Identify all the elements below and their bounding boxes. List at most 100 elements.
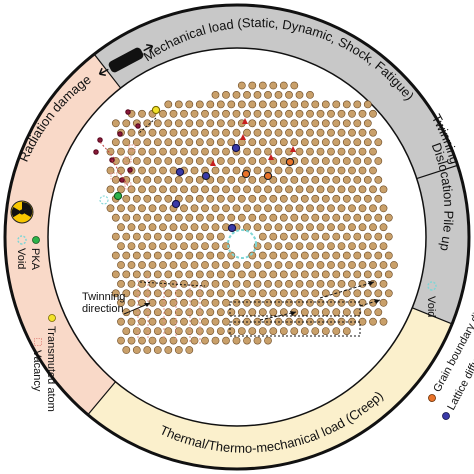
- lattice-atom: [348, 109, 356, 118]
- lattice-diffusion-atom: [227, 223, 237, 233]
- lattice-atom: [321, 138, 330, 147]
- lattice-atom: [164, 270, 173, 279]
- lattice-atom: [258, 289, 267, 298]
- lattice-atom: [369, 204, 377, 213]
- lattice-atom: [258, 138, 267, 147]
- lattice-atom: [111, 119, 120, 128]
- lattice-atom: [174, 157, 183, 165]
- lattice-atom: [279, 81, 288, 90]
- lattice-atom: [348, 128, 356, 137]
- lattice-atom: [195, 100, 204, 109]
- lattice-atom: [285, 298, 293, 307]
- lattice-atom: [258, 119, 267, 128]
- lattice-atom: [248, 270, 257, 279]
- lattice-atom: [122, 194, 131, 203]
- lattice-atom: [279, 289, 288, 298]
- lattice-atom: [232, 91, 241, 99]
- lattice-atom: [143, 270, 152, 279]
- lattice-atom: [253, 166, 262, 175]
- lattice-atom: [321, 232, 330, 241]
- twinning-direction-annotation: Twinning direction: [82, 291, 151, 315]
- lattice-atom: [300, 270, 309, 279]
- lattice-atom: [348, 242, 356, 250]
- lattice-atom: [258, 194, 267, 203]
- lattice-atom: [185, 289, 194, 298]
- lattice-atom: [311, 327, 320, 335]
- lattice-atom: [127, 128, 136, 137]
- lattice-atom: [379, 279, 388, 288]
- lattice-atom: [211, 109, 220, 118]
- lattice-atom: [132, 327, 141, 335]
- lattice-atom: [122, 157, 131, 165]
- lattice-atom: [106, 185, 115, 194]
- lattice-atom: [211, 91, 220, 99]
- lattice-atom: [174, 119, 183, 128]
- diffusion-arrow-icon: [290, 146, 296, 152]
- lattice-atom: [374, 138, 383, 147]
- lattice-atom: [384, 289, 393, 298]
- lattice-atom: [295, 109, 304, 118]
- lattice-atom: [143, 289, 152, 298]
- lattice-atom: [174, 100, 183, 109]
- lattice-atom: [316, 109, 325, 118]
- lattice-atom: [269, 213, 278, 222]
- lattice-atom: [353, 100, 362, 109]
- void-marker-icon: [17, 235, 27, 245]
- lattice-atom: [185, 157, 194, 165]
- lattice-atom: [169, 261, 178, 269]
- lattice-atom: [216, 251, 225, 260]
- lattice-atom: [122, 232, 131, 241]
- lattice-atom: [164, 213, 173, 222]
- lattice-atom: [243, 128, 251, 137]
- lattice-atom: [306, 242, 314, 250]
- radiation-legend: PKA Void Transmuted atom Vacancy: [15, 235, 57, 412]
- lattice-atom: [169, 336, 178, 345]
- lattice-atom: [253, 317, 262, 326]
- dislocation-band: [412, 165, 469, 324]
- lattice-atom: [369, 128, 377, 137]
- lattice-atom: [190, 298, 199, 307]
- lattice-atom: [237, 327, 246, 335]
- void-right-label: Void: [425, 296, 437, 317]
- lattice-atom: [316, 317, 325, 326]
- lattice-atom: [274, 185, 283, 194]
- lattice-atom: [117, 242, 125, 250]
- lattice-atom: [159, 298, 167, 307]
- lattice-atom: [127, 336, 136, 345]
- lattice-atom: [290, 194, 299, 203]
- lattice-atom: [363, 119, 372, 128]
- lattice-atom: [332, 175, 341, 184]
- lattice-atom: [384, 270, 393, 279]
- lattice-atom: [253, 91, 262, 99]
- lattice-atom: [222, 279, 230, 288]
- lattice-atom: [253, 128, 262, 137]
- lattice-atom: [216, 175, 225, 184]
- lattice-atom: [342, 308, 351, 317]
- lattice-atom: [206, 138, 215, 147]
- lattice-atom: [211, 185, 220, 194]
- lattice-atom: [279, 194, 288, 203]
- lattice-atom: [153, 308, 162, 317]
- lattice-atom: [180, 204, 188, 213]
- lattice-atom: [185, 232, 194, 241]
- lattice-atom: [316, 128, 325, 137]
- lattice-atom-icon: [442, 412, 450, 420]
- lattice-atom: [127, 204, 136, 213]
- gb-diffusion-atom: [241, 169, 251, 179]
- lattice-atom: [185, 327, 194, 335]
- lattice-atom: [237, 175, 246, 184]
- lattice-atom: [243, 261, 251, 269]
- lattice-atom: [127, 298, 136, 307]
- lattice-atom: [169, 109, 178, 118]
- lattice-atom: [316, 261, 325, 269]
- lattice-atom: [169, 147, 178, 156]
- lattice-atom: [159, 279, 167, 288]
- lattice-atom: [237, 308, 246, 317]
- lattice-atom: [285, 166, 293, 175]
- lattice-atom: [159, 109, 167, 118]
- lattice-atom: [358, 204, 367, 213]
- lattice-atom: [138, 166, 146, 175]
- lattice-atom: [358, 147, 367, 156]
- lattice-atom: [117, 147, 125, 156]
- lattice-atom: [138, 223, 146, 232]
